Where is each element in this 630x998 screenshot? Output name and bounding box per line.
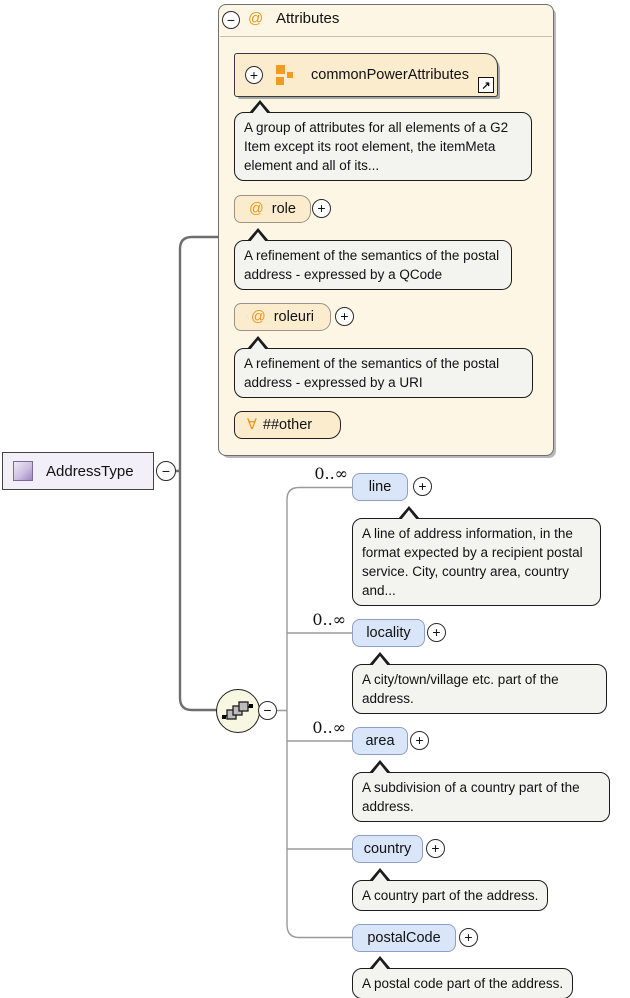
attribute-roleuri-description: A refinement of the semantics of the pos… xyxy=(234,336,533,398)
attribute-at-icon: @ xyxy=(249,201,264,217)
attribute-group-description: A group of attributes for all elements o… xyxy=(234,100,532,181)
attribute-name: ##other xyxy=(262,417,313,433)
element-line-description: A line of address information, in the fo… xyxy=(352,506,601,606)
attribute-role[interactable]: @ role xyxy=(234,195,311,223)
element-postal-code-description: A postal code part of the address. xyxy=(352,956,574,998)
cardinality-label: 0..∞ xyxy=(314,464,348,483)
attribute-name: roleuri xyxy=(273,309,315,325)
element-country-description: A country part of the address. xyxy=(352,868,549,911)
attribute-at-icon: @ xyxy=(250,309,266,325)
attribute-roleuri[interactable]: @ roleuri xyxy=(234,303,331,331)
element-area-expand-button[interactable]: + xyxy=(410,731,429,750)
attribute-group-expand-button[interactable]: + xyxy=(245,66,263,84)
element-postal-code-expand-button[interactable]: + xyxy=(459,928,478,947)
sequence-compositor[interactable] xyxy=(216,689,260,733)
sequence-icon xyxy=(222,701,253,720)
complex-type-address-type[interactable]: AddressType xyxy=(2,452,154,490)
attribute-name: role xyxy=(271,201,296,217)
attribute-at-icon: @ xyxy=(248,10,264,27)
attributes-panel-title: Attributes xyxy=(276,10,340,27)
any-attribute-icon: ∀ xyxy=(247,417,257,433)
element-postal-code[interactable]: postalCode xyxy=(352,924,456,952)
attribute-group-common-power-attributes[interactable]: + commonPowerAttributes ↗ xyxy=(234,53,498,97)
attribute-role-description: A refinement of the semantics of the pos… xyxy=(234,228,512,290)
element-area[interactable]: area xyxy=(352,727,408,755)
cardinality-label: 0..∞ xyxy=(312,610,346,629)
panel-header-divider xyxy=(220,36,552,37)
attribute-wildcard-other[interactable]: ∀ ##other xyxy=(234,411,341,439)
element-line-expand-button[interactable]: + xyxy=(413,477,432,496)
jump-to-definition-icon[interactable]: ↗ xyxy=(478,77,494,93)
element-country-expand-button[interactable]: + xyxy=(426,839,445,858)
element-line[interactable]: line xyxy=(352,473,408,501)
cardinality-label: 0..∞ xyxy=(312,718,346,737)
sequence-collapse-button[interactable]: − xyxy=(258,701,277,720)
attribute-group-icon xyxy=(276,65,293,85)
root-collapse-button[interactable]: − xyxy=(156,461,176,481)
complex-type-icon xyxy=(13,461,33,481)
complex-type-name: AddressType xyxy=(46,462,134,480)
element-locality[interactable]: locality xyxy=(352,619,425,647)
attribute-group-name: commonPowerAttributes xyxy=(311,67,469,83)
element-locality-description: A city/town/village etc. part of the add… xyxy=(352,652,607,714)
element-locality-expand-button[interactable]: + xyxy=(427,623,446,642)
attributes-collapse-button[interactable]: − xyxy=(222,11,240,29)
element-area-description: A subdivision of a country part of the a… xyxy=(352,760,610,822)
attribute-role-expand-button[interactable]: + xyxy=(312,199,331,218)
attribute-roleuri-expand-button[interactable]: + xyxy=(335,307,354,326)
element-country[interactable]: country xyxy=(352,835,423,863)
